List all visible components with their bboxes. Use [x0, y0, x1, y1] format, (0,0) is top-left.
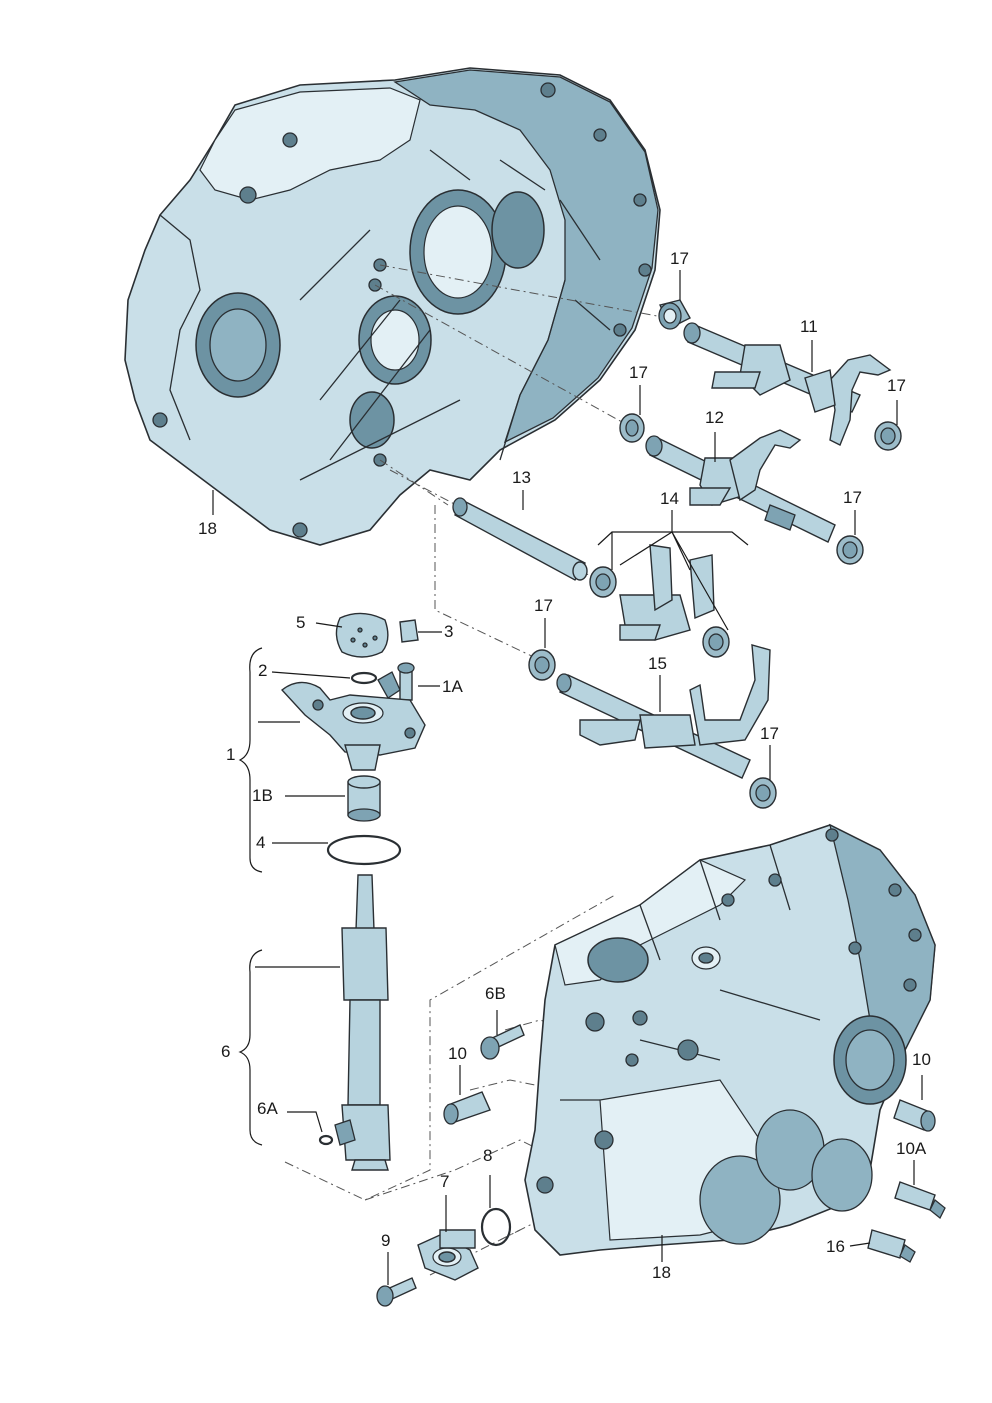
lower-gearbox-housing: [524, 823, 936, 1256]
leader-lines: [212, 270, 923, 1285]
needle-bearing-17-b: [874, 421, 902, 451]
callout-17-a: 17: [670, 249, 689, 268]
callout-18-lower: 18: [652, 1263, 671, 1282]
shift-fork-14: [589, 544, 730, 658]
callout-17-d: 17: [843, 488, 862, 507]
callout-10A: 10A: [896, 1139, 927, 1158]
callout-16: 16: [826, 1237, 845, 1256]
bolt-9: [376, 1277, 417, 1307]
callout-17-c: 17: [629, 363, 648, 382]
callout-1: 1: [226, 745, 236, 764]
callout-17-f: 17: [760, 724, 779, 743]
shift-rail-15: [528, 644, 777, 809]
sensor-16: [867, 1229, 916, 1263]
bolt-6B: [480, 1024, 525, 1060]
callout-3: 3: [444, 622, 454, 641]
shift-rail-12: [645, 429, 836, 543]
callout-15: 15: [648, 654, 667, 673]
switch-10A: [894, 1181, 946, 1220]
callout-2: 2: [258, 661, 268, 680]
callout-10-right: 10: [912, 1050, 931, 1069]
callout-1B: 1B: [252, 786, 273, 805]
callout-4: 4: [256, 833, 266, 852]
callout-17-b: 17: [887, 376, 906, 395]
callout-6: 6: [221, 1042, 231, 1061]
callout-5: 5: [296, 613, 306, 632]
upper-gearbox-housing: [124, 67, 661, 546]
callout-10-left: 10: [448, 1044, 467, 1063]
needle-bearing-17-d: [836, 535, 864, 565]
needle-bearing-17-a: [658, 299, 691, 330]
selector-cover-assembly: [280, 612, 426, 771]
plug-10-left: [443, 1091, 491, 1125]
o-ring-8: [480, 1207, 512, 1247]
o-ring-4: [326, 834, 402, 866]
callout-9: 9: [381, 1231, 391, 1250]
callout-6A: 6A: [257, 1099, 278, 1118]
callout-7: 7: [440, 1172, 450, 1191]
callout-11: 11: [800, 317, 818, 336]
callout-1A: 1A: [442, 677, 463, 696]
callout-12: 12: [705, 408, 724, 427]
sleeve-1B: [347, 775, 381, 822]
callout-14: 14: [660, 489, 679, 508]
selector-shaft-6: [318, 874, 391, 1171]
shift-rail-11: [683, 322, 892, 446]
plug-10-right: [893, 1099, 936, 1132]
shaft-13: [452, 497, 588, 581]
callout-6B: 6B: [485, 984, 506, 1003]
callout-18-upper: 18: [198, 519, 217, 538]
needle-bearing-17-c: [619, 413, 645, 443]
callout-17-e: 17: [534, 596, 553, 615]
cover-7: [417, 1229, 479, 1281]
callout-13: 13: [512, 468, 531, 487]
callout-8: 8: [483, 1146, 493, 1165]
